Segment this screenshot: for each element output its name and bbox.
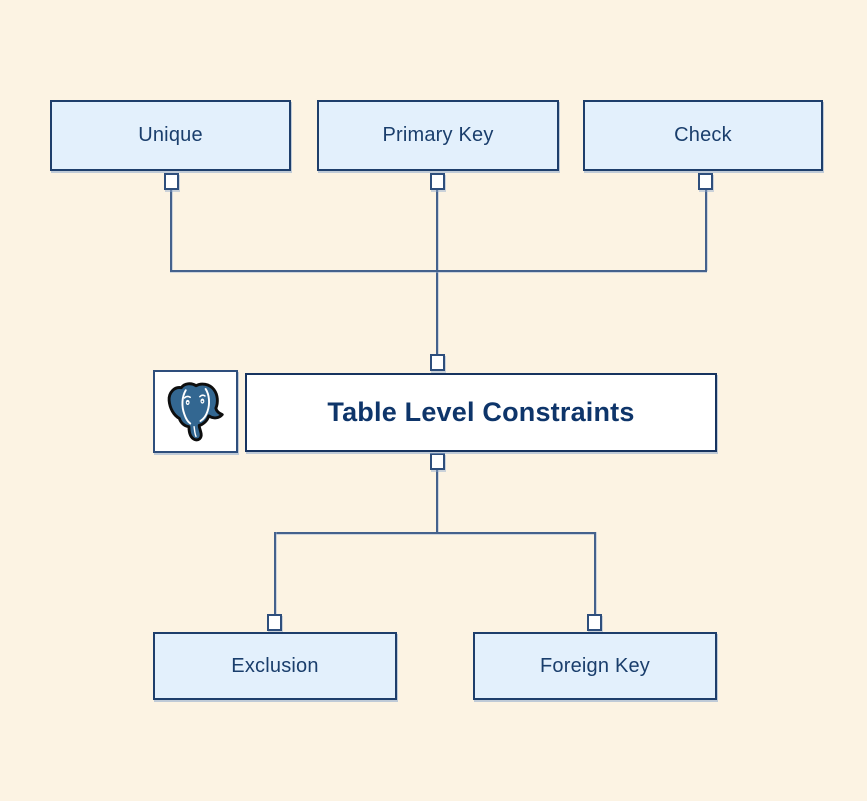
connector-port <box>267 614 282 631</box>
node-unique: Unique <box>50 100 291 171</box>
connector-port <box>430 453 445 470</box>
node-unique-label: Unique <box>138 124 203 146</box>
connector-port <box>164 173 179 190</box>
connector-line-central <box>436 470 438 533</box>
connector-line-foreign <box>594 532 596 615</box>
connector-port <box>430 354 445 371</box>
connector-line-bottom-horizontal <box>274 532 596 534</box>
node-foreign-key: Foreign Key <box>473 632 717 700</box>
connector-line-unique <box>170 190 172 271</box>
node-table-level-constraints-label: Table Level Constraints <box>327 397 635 427</box>
node-foreign-key-label: Foreign Key <box>539 654 651 677</box>
connector-port <box>698 173 713 190</box>
node-exclusion-label: Exclusion <box>231 654 319 677</box>
connector-line-exclusion <box>274 532 276 615</box>
postgresql-elephant-icon <box>167 381 224 441</box>
node-primary-key-label: Primary Key <box>382 124 494 146</box>
postgresql-logo-box <box>153 370 238 453</box>
node-check-label: Check <box>674 124 732 146</box>
connector-port <box>430 173 445 190</box>
node-exclusion: Exclusion <box>153 632 397 700</box>
connector-line-check <box>705 190 707 271</box>
node-check: Check <box>583 100 823 171</box>
connector-line-top-horizontal <box>170 270 707 272</box>
connector-port <box>587 614 602 631</box>
node-primary-key: Primary Key <box>317 100 559 171</box>
connector-line-primary <box>436 190 438 355</box>
node-table-level-constraints: Table Level Constraints <box>245 373 717 452</box>
